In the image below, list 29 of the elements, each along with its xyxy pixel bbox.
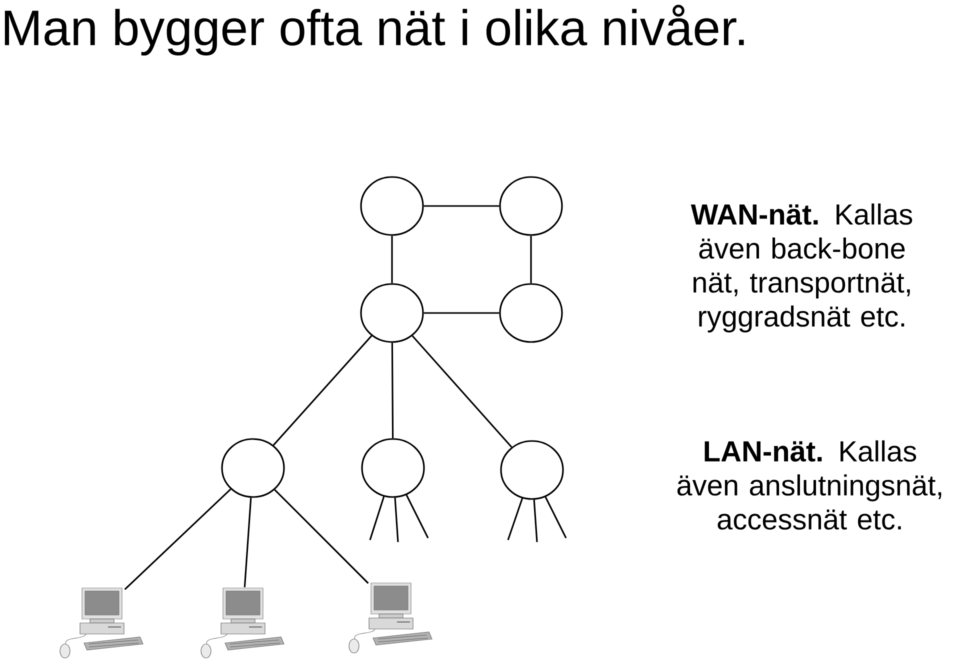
connection-line [530,236,532,284]
connection-line [544,496,567,538]
connection-line [394,498,399,542]
connection-line [533,500,538,542]
network-node-circle [361,438,425,498]
computer-drawing [348,582,432,654]
connection-line [391,342,394,438]
connection-line [391,236,393,284]
note-text: WAN-nät. Kallas även back-bone nät, transportnät, ryggradsnät etc. [690,203,912,333]
connection-line [507,498,524,540]
connection-line [272,335,372,446]
network-node-circle [360,283,424,343]
note-text: LAN-nät. Kallas även anslutningsnät, accessnät etc. [677,440,942,530]
network-node-circle [221,438,285,498]
connection-line [274,489,369,584]
connection-line [369,496,385,540]
connection-line [124,488,232,590]
connection-line [406,494,429,538]
connection-line [244,498,252,588]
connection-line [412,335,512,448]
title: Man bygger ofta nät i olika nivåer. [4,4,744,56]
network-node-circle [499,176,563,236]
connection-line [424,312,500,314]
connection-line [424,205,500,207]
computer-drawing [60,588,144,658]
network-node-circle [500,440,564,500]
network-node-circle [499,283,563,343]
computer-drawing [200,588,284,658]
network-node-circle [360,176,424,236]
